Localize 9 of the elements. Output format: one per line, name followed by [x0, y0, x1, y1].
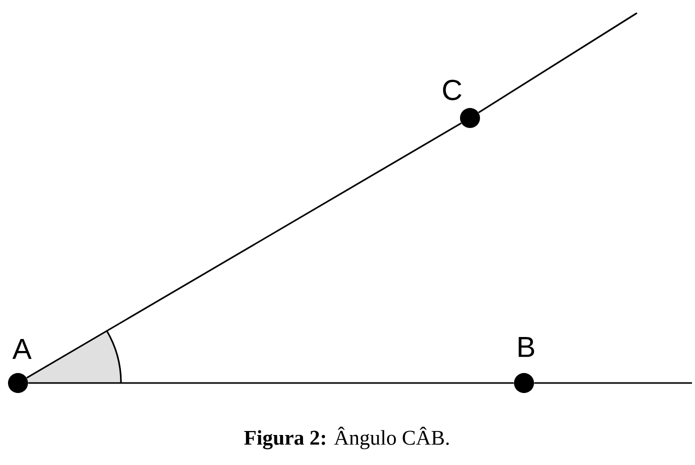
point: [514, 373, 534, 393]
point-label: B: [518, 337, 534, 357]
point-label: C: [443, 80, 462, 100]
point: [8, 373, 28, 393]
line-segment: [28, 382, 514, 384]
line-segment: [26, 122, 462, 379]
point-label: A: [12, 339, 32, 359]
caption: Figura 2: Ângulo CÂB.: [244, 426, 449, 450]
point: [460, 108, 480, 128]
